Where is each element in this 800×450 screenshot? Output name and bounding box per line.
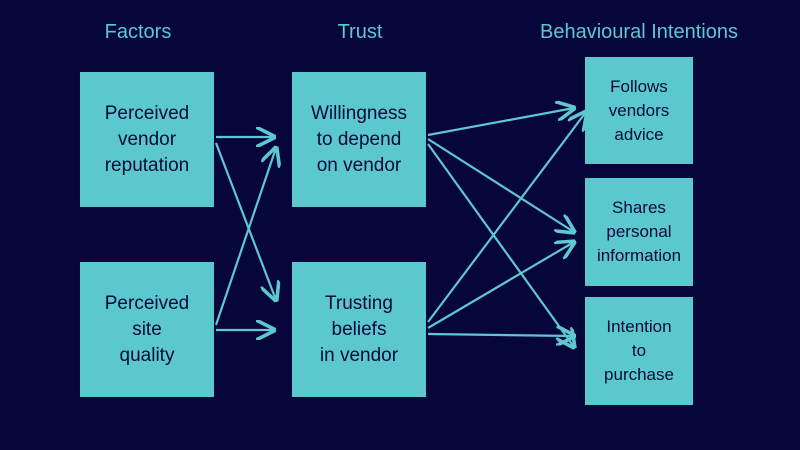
arrow-willingness-to-information (427, 138, 574, 232)
node-label: Perceived site quality (104, 292, 190, 366)
node-label: Follows vendors advice (608, 76, 670, 144)
node-willingness-to-depend: Willingness to depend on vendor (292, 72, 426, 207)
node-shares-personal-information: Shares personal information (585, 178, 693, 286)
node-label: Willingness to depend on vendor (310, 102, 408, 176)
node-trusting-beliefs: Trusting beliefs in vendor (292, 262, 426, 397)
node-label: Shares personal information (596, 198, 682, 265)
node-perceived-vendor-reputation: Perceived vendor reputation (80, 72, 214, 207)
arrow-beliefs-to-information (427, 242, 574, 329)
arrow-willingness-to-advice (427, 108, 574, 137)
arrow-beliefs-to-purchase (427, 334, 574, 336)
header-behavioural-intentions: Behavioural Intentions (540, 21, 738, 43)
arrow-quality-to-willingness (214, 148, 276, 326)
arrow-reputation-to-beliefs (214, 142, 276, 300)
arrow-beliefs-to-advice (427, 112, 586, 323)
header-trust: Trust (337, 21, 383, 43)
arrow-willingness-to-purchase (427, 143, 574, 347)
header-factors: Factors (104, 21, 172, 43)
node-label: Trusting beliefs in vendor (319, 292, 399, 366)
node-label: Perceived vendor reputation (104, 102, 190, 176)
node-intention-to-purchase: Intention to purchase (585, 297, 693, 405)
node-label: Intention to purchase (604, 317, 674, 384)
node-follows-vendors-advice: Follows vendors advice (585, 57, 693, 164)
node-perceived-site-quality: Perceived site quality (80, 262, 214, 397)
